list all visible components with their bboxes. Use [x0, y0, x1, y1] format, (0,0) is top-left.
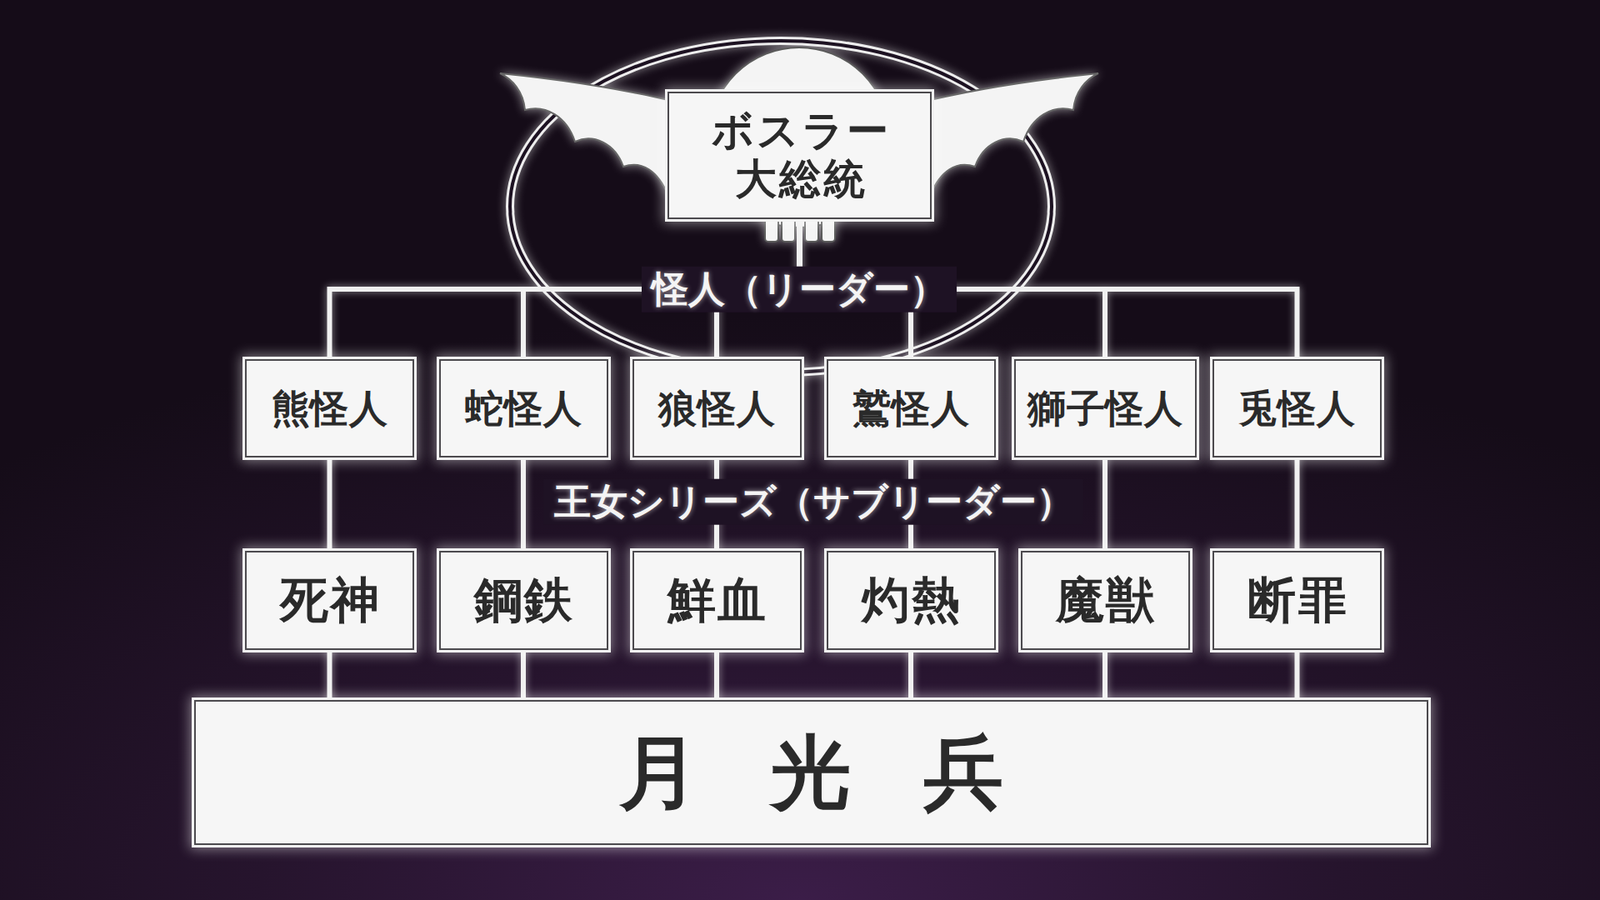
- connector-line: [520, 457, 526, 551]
- box-text: 鮮血: [665, 572, 769, 629]
- princess-box: 鋼鉄: [439, 550, 609, 650]
- connector-line: [1102, 650, 1108, 700]
- tier-label: 王女シリーズ（サブリーダー）: [544, 479, 1084, 525]
- box-text: 月光兵: [547, 726, 1076, 819]
- tier-label: 怪人（リーダー）: [641, 266, 957, 313]
- box-text: 鷲怪人: [851, 386, 970, 431]
- connector-line: [327, 650, 333, 700]
- emblem-group: [500, 40, 1099, 373]
- princess-box: 断罪: [1212, 550, 1382, 650]
- connector-line: [1295, 650, 1300, 700]
- box-text: 獅子怪人: [1026, 386, 1185, 431]
- connector-group: [330, 219, 1298, 700]
- kaijin-box: 熊怪人: [245, 359, 415, 458]
- princess-box: 魔獣: [1020, 550, 1190, 650]
- box-text: 蛇怪人: [464, 386, 583, 431]
- princess-box: 鮮血: [632, 550, 802, 650]
- kaijin-box: 狼怪人: [632, 359, 802, 458]
- box-text: 魔獣: [1054, 572, 1157, 629]
- box-text: ボスラー 大総統: [680, 107, 919, 204]
- connector-line: [327, 457, 333, 551]
- box-text: 鋼鉄: [472, 572, 575, 629]
- connector-line: [1102, 457, 1108, 551]
- box-text: 死神: [278, 572, 381, 629]
- commander-box: ボスラー 大総統: [667, 91, 932, 220]
- kaijin-box: 鷲怪人: [826, 359, 996, 458]
- box-text: 兎怪人: [1238, 386, 1357, 431]
- connector-line: [520, 650, 526, 700]
- kaijin-box: 獅子怪人: [1014, 359, 1197, 458]
- princess-box: 灼熱: [826, 550, 996, 650]
- kaijin-box: 蛇怪人: [439, 359, 609, 458]
- box-text: 断罪: [1245, 572, 1349, 629]
- bat-wing: [500, 73, 669, 196]
- box-text: 灼熱: [860, 572, 963, 629]
- connector-line: [908, 650, 914, 700]
- princess-box: 死神: [245, 550, 415, 650]
- kaijin-box: 兎怪人: [1212, 359, 1382, 458]
- bat-wing: [930, 73, 1099, 196]
- soldier-band: 月光兵: [194, 700, 1429, 845]
- box-text: 熊怪人: [270, 386, 390, 431]
- connector-line: [1295, 457, 1300, 551]
- connector-line: [714, 650, 720, 700]
- box-text: 狼怪人: [657, 386, 776, 431]
